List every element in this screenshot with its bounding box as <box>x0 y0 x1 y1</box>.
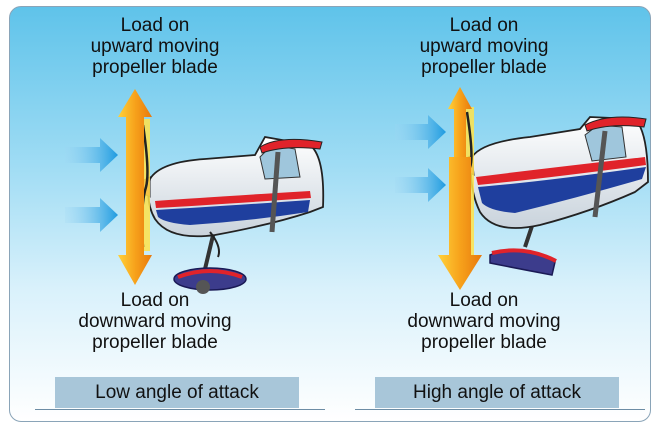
upward-blade-load-label: Load on upward moving propeller blade <box>90 15 220 78</box>
airflow-arrow-upper <box>65 138 118 172</box>
high-angle-illustration <box>395 87 649 290</box>
caption-rule <box>355 409 645 410</box>
downward-blade-load-label: Load on downward moving propeller blade <box>78 290 232 353</box>
airflow-arrow-lower <box>395 168 446 202</box>
load-arrow-downward-blade <box>438 157 482 290</box>
low-angle-illustration <box>65 89 325 294</box>
airplane-fuselage <box>452 116 649 229</box>
downward-blade-load-label: Load on downward moving propeller blade <box>407 290 561 353</box>
diagram-frame: Load on upward moving propeller blade Lo… <box>9 6 651 422</box>
upward-blade-load-label: Load on upward moving propeller blade <box>419 15 549 78</box>
caption-low-angle: Low angle of attack <box>55 377 299 408</box>
load-arrow-upward-blade <box>118 89 152 185</box>
caption-rule <box>35 409 325 410</box>
caption-high-angle: High angle of attack <box>375 377 619 408</box>
panel-low-angle: Load on upward moving propeller blade Lo… <box>10 7 330 421</box>
airflow-arrow-lower <box>65 198 118 232</box>
airplane-fuselage <box>128 136 325 258</box>
airflow-arrow-upper <box>395 115 446 149</box>
load-arrow-upward-blade <box>448 87 472 157</box>
landing-gear <box>173 226 247 294</box>
panel-high-angle: Load on upward moving propeller blade Lo… <box>330 7 650 421</box>
load-arrow-downward-blade <box>118 185 152 285</box>
